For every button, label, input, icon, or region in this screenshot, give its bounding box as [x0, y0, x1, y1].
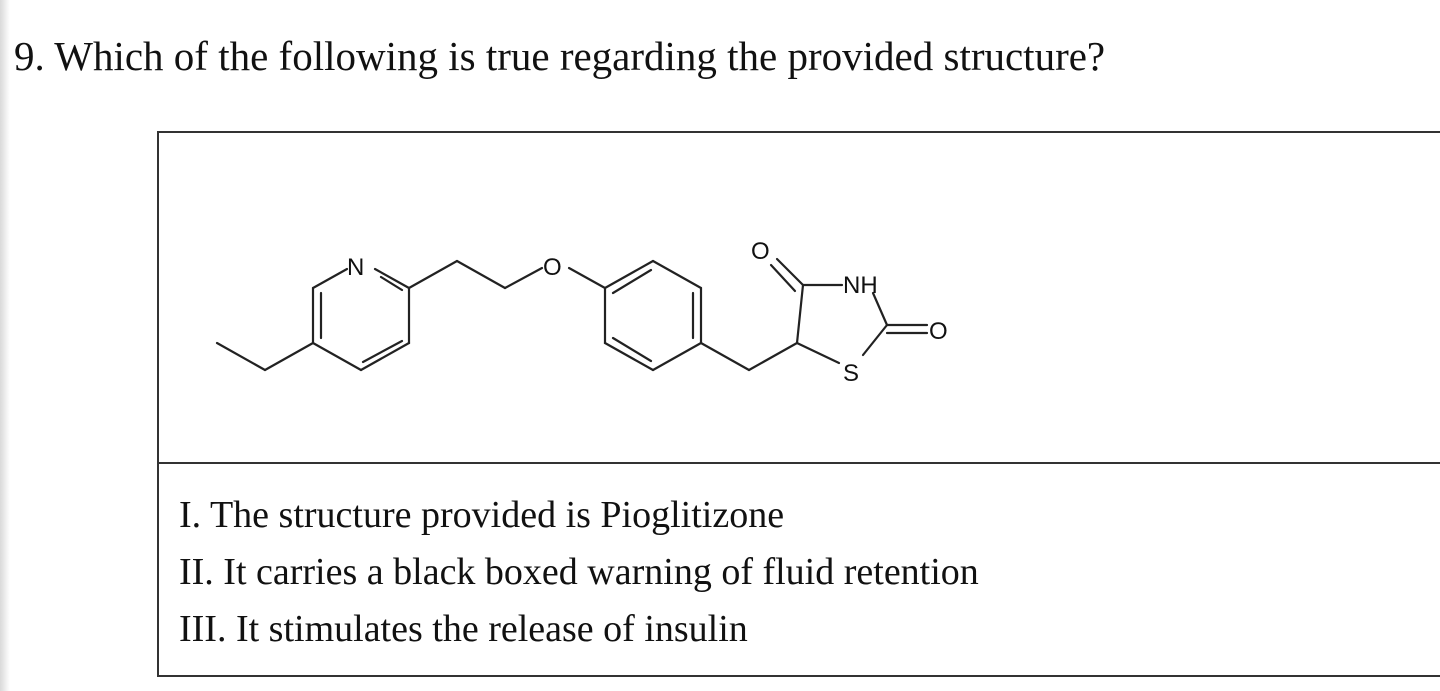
atom-n: N — [347, 254, 364, 281]
structure-cell: N O O NH O S — [159, 133, 1440, 464]
atom-o-carbonyl-right: O — [929, 318, 948, 345]
statement-2: II. It carries a black boxed warning of … — [179, 551, 979, 593]
question-text: 9. Which of the following is true regard… — [14, 33, 1106, 79]
atom-s: S — [843, 360, 859, 387]
statement-1: I. The structure provided is Pioglitizon… — [179, 494, 785, 536]
page-edge-shadow — [0, 0, 10, 691]
statement-3: III. It stimulates the release of insuli… — [179, 608, 748, 650]
chemical-structure: N O O NH O S — [215, 238, 948, 387]
structure-bonds — [215, 257, 929, 372]
atom-o-carbonyl-top: O — [751, 238, 770, 265]
atom-o-ether: O — [543, 254, 562, 281]
question-table: N O O NH O S I. The structure provided i… — [157, 131, 1440, 677]
atom-nh: NH — [843, 272, 878, 299]
statements-cell: I. The structure provided is Pioglitizon… — [159, 464, 1440, 677]
